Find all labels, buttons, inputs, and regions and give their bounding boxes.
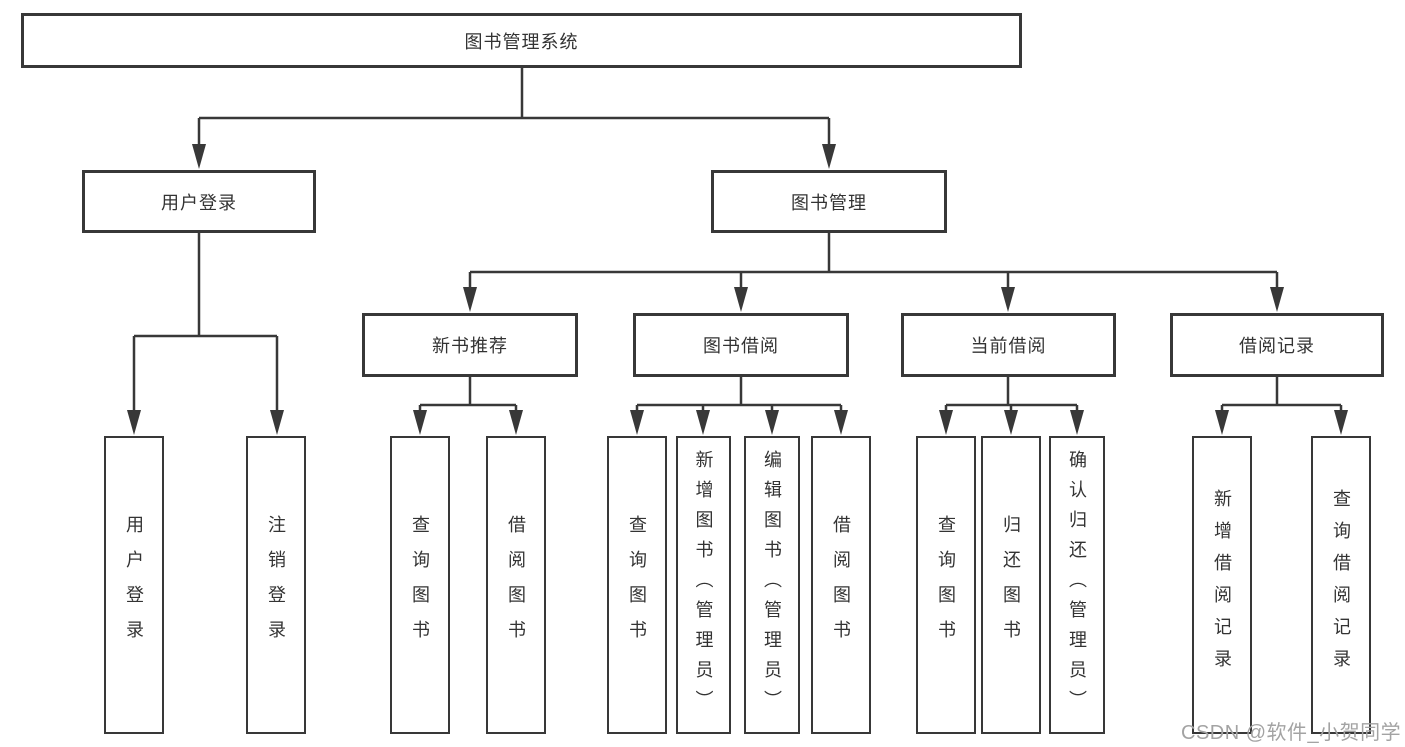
leaf-label: 归还图书 [1001, 515, 1021, 655]
node-label: 当前借阅 [970, 336, 1047, 356]
node-current-borrow: 当前借阅 [901, 313, 1116, 377]
node-label: 新书推荐 [432, 336, 508, 356]
leaf-query-books-recommend: 查询图书 [390, 436, 450, 734]
node-book-borrow: 图书借阅 [633, 313, 849, 377]
node-borrow-records: 借阅记录 [1170, 313, 1384, 377]
leaf-label: 借阅图书 [831, 515, 851, 655]
node-label: 用户登录 [161, 192, 237, 213]
leaf-user-login: 用户登录 [104, 436, 164, 734]
leaf-label: 新增图书（管理员） [693, 450, 714, 720]
leaf-label: 编辑图书（管理员） [762, 450, 782, 720]
node-root-system: 图书管理系统 [21, 13, 1022, 68]
leaf-query-borrow-record: 查询借阅记录 [1311, 436, 1371, 734]
node-label: 图书借阅 [703, 336, 779, 356]
node-label: 借阅记录 [1239, 336, 1315, 356]
leaf-label: 查询图书 [410, 515, 430, 655]
leaf-return-books: 归还图书 [981, 436, 1041, 734]
leaf-borrow-books-recommend: 借阅图书 [486, 436, 546, 734]
leaf-label: 注销登录 [266, 515, 286, 655]
leaf-label: 用户登录 [124, 515, 144, 655]
leaf-label: 查询借阅记录 [1331, 489, 1351, 681]
leaf-borrow-books: 借阅图书 [811, 436, 871, 734]
leaf-query-books-borrow: 查询图书 [607, 436, 667, 734]
leaf-label: 新增借阅记录 [1212, 489, 1232, 681]
leaf-edit-book-admin: 编辑图书（管理员） [744, 436, 800, 734]
leaf-logout: 注销登录 [246, 436, 306, 734]
leaf-label: 查询图书 [627, 515, 647, 655]
node-root-label: 图书管理系统 [464, 31, 579, 52]
node-new-book-recommend: 新书推荐 [362, 313, 578, 377]
leaf-label: 借阅图书 [506, 515, 526, 655]
node-user-login-branch: 用户登录 [82, 170, 316, 233]
leaf-add-book-admin: 新增图书（管理员） [676, 436, 731, 734]
csdn-watermark: CSDN @软件_小贺同学 [1181, 722, 1402, 744]
leaf-confirm-return-admin: 确认归还（管理员） [1049, 436, 1105, 734]
node-label: 图书管理 [791, 192, 867, 213]
leaf-label: 查询图书 [936, 515, 956, 655]
arrowheads [127, 144, 1348, 435]
leaf-add-borrow-record: 新增借阅记录 [1192, 436, 1252, 734]
leaf-label: 确认归还（管理员） [1067, 450, 1087, 720]
node-book-management-branch: 图书管理 [711, 170, 947, 233]
leaf-query-books-current: 查询图书 [916, 436, 976, 734]
